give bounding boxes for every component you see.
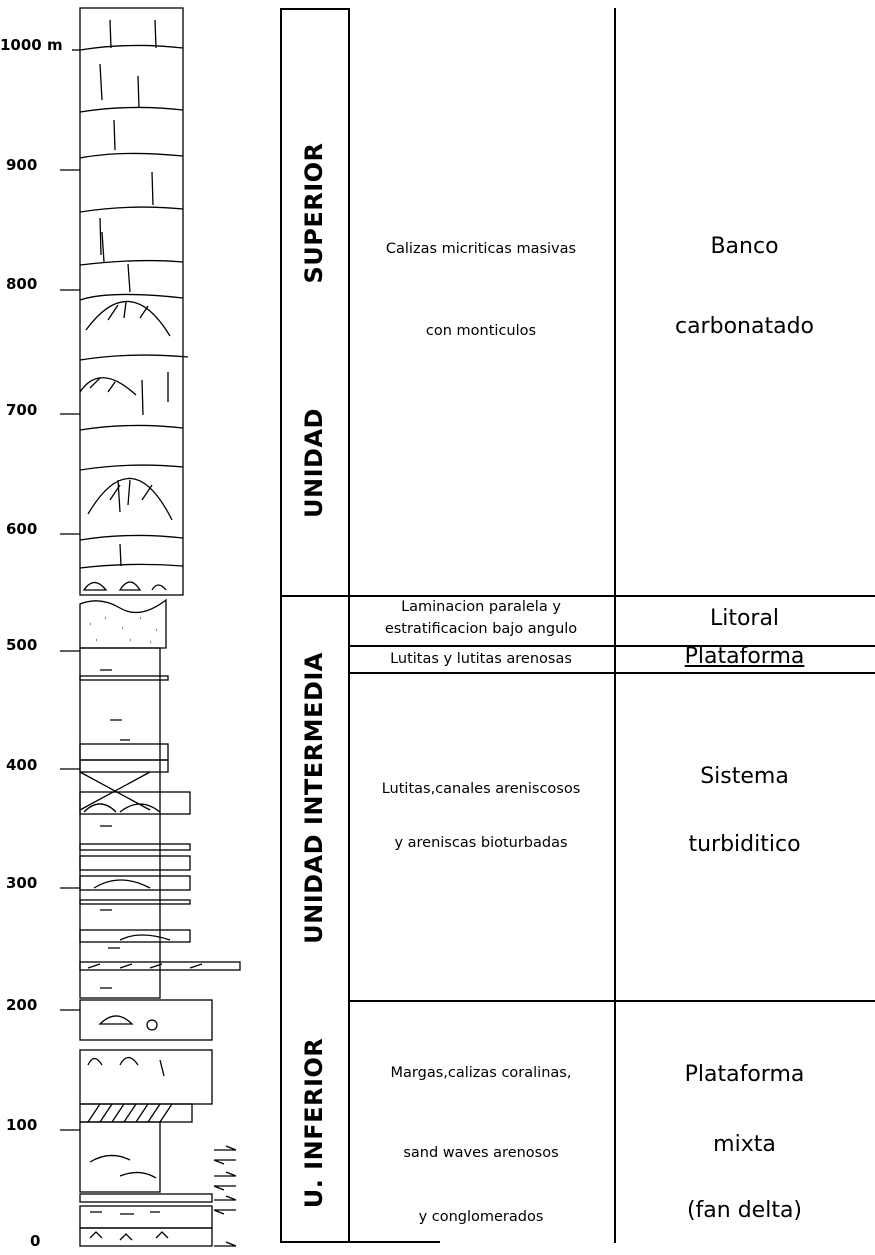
turbiditico-environment-line2: turbiditico	[688, 832, 801, 857]
scale-label-600: 600	[6, 520, 38, 538]
unit-superior-bottom-line	[280, 595, 875, 597]
inferior-environment-line2: mixta	[713, 1132, 776, 1157]
plataforma-environment: Plataforma	[684, 644, 805, 669]
interpretation-table: SUPERIOR UNIDAD Calizas micriticas masiv…	[280, 8, 875, 1243]
table-divider-description	[614, 8, 616, 1243]
inferior-description-line2: sand waves arenosos	[403, 1145, 559, 1161]
litoral-description-line1: Laminacion paralela y	[401, 599, 561, 615]
stratigraphic-column	[60, 7, 241, 1247]
superior-description-line1: Calizas micriticas masivas	[385, 241, 577, 257]
scale-label-100: 100	[6, 1116, 38, 1134]
table-border-bottom	[280, 1241, 440, 1243]
turbiditico-description-line1: Lutitas,canales areniscosos	[381, 781, 581, 797]
scale-label-800: 800	[6, 275, 38, 293]
intermedia-row2-bottom-line	[348, 672, 875, 674]
inferior-environment-line1: Plataforma	[684, 1062, 805, 1087]
scale-label-400: 400	[6, 756, 38, 774]
scale-label-300: 300	[6, 874, 38, 892]
table-border-top	[280, 8, 349, 10]
plataforma-description: Lutitas y lutitas arenosas	[390, 651, 572, 667]
scale-label-500: 500	[6, 636, 38, 654]
scale-label-1000: 1000 m	[0, 36, 63, 54]
turbiditico-description-line2: y areniscas bioturbadas	[394, 835, 568, 851]
unit-intermedia-bottom-line	[348, 1000, 875, 1002]
scale-label-700: 700	[6, 401, 38, 419]
turbiditico-environment-line1: Sistema	[700, 764, 789, 789]
superior-environment-line2: carbonatado	[674, 314, 814, 339]
depth-scale: 1000 m 900 800 700 600 500 400 300 200 1…	[0, 0, 80, 1255]
inferior-description-line3: y conglomerados	[418, 1209, 544, 1225]
inferior-description-line1: Margas,calizas coralinas,	[390, 1065, 572, 1081]
scale-label-0: 0	[30, 1232, 41, 1250]
superior-description-line2: con monticulos	[425, 323, 537, 339]
litoral-description-line2: estratificacion bajo angulo	[384, 621, 578, 637]
table-border-left	[280, 8, 282, 1243]
scale-label-200: 200	[6, 996, 38, 1014]
intermedia-row1-bottom-line	[348, 645, 875, 647]
table-divider-unit	[348, 8, 350, 1243]
litoral-environment: Litoral	[709, 606, 780, 631]
superior-environment-line1: Banco	[710, 234, 779, 259]
scale-label-900: 900	[6, 156, 38, 174]
inferior-environment-line3: (fan delta)	[686, 1198, 803, 1223]
